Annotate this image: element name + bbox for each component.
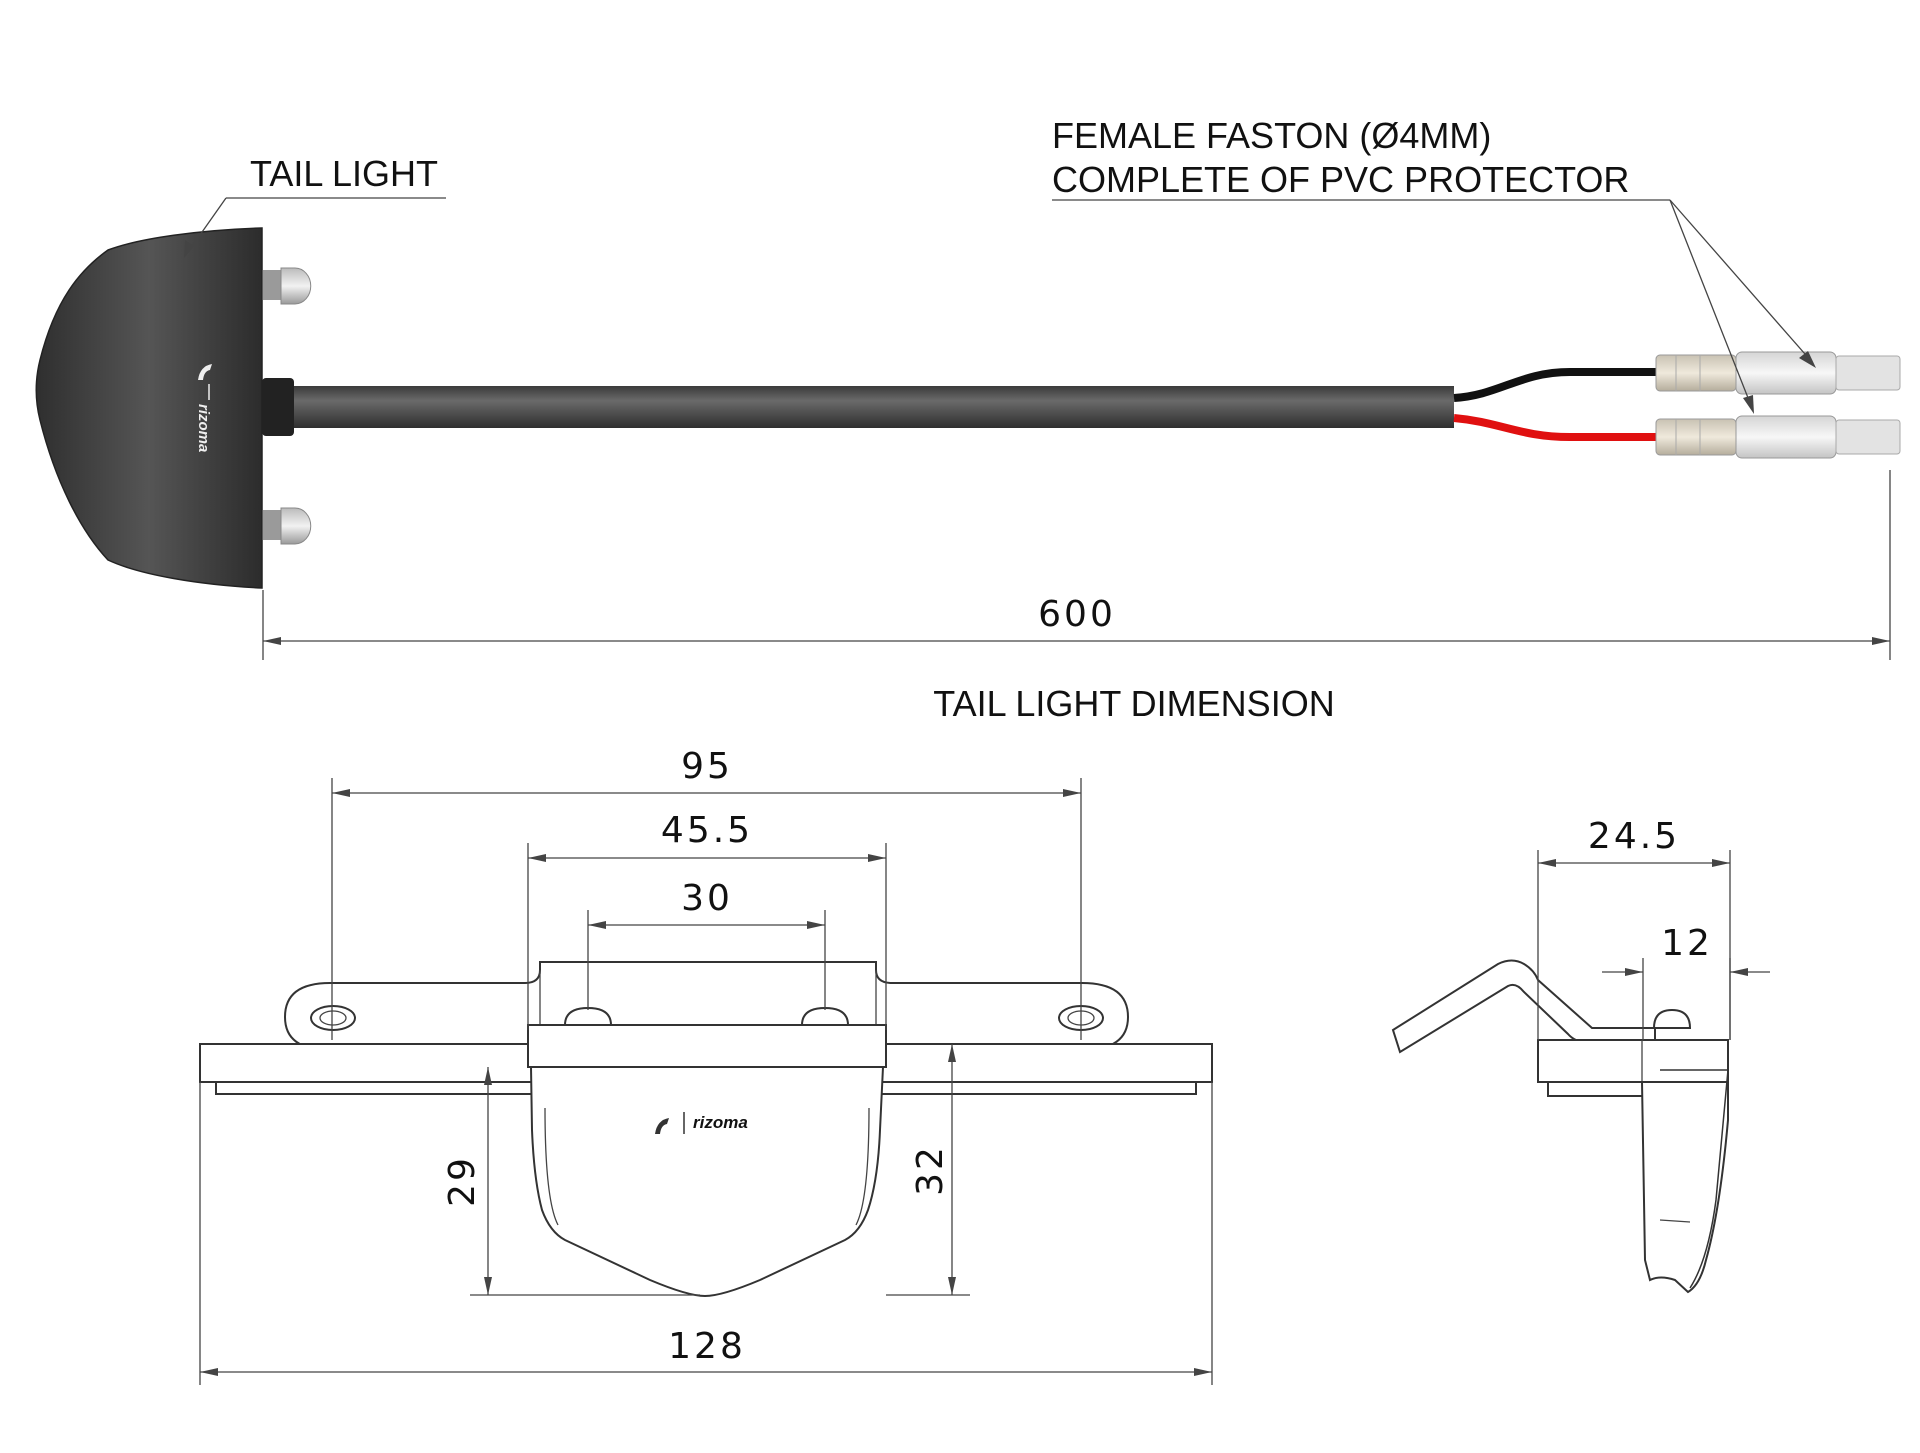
cable-length-dimension: 600 [262, 470, 1891, 660]
front-logo-icon [655, 1112, 685, 1134]
upper-bolt [263, 267, 312, 305]
red-wire [1453, 414, 1660, 441]
left-screw [563, 1006, 613, 1026]
rizoma-logo-icon [198, 364, 212, 400]
tail-light-label: TAIL LIGHT [250, 153, 438, 194]
right-screw [800, 1006, 850, 1026]
tail-light-body [35, 227, 263, 589]
front-view: rizoma [199, 961, 1213, 1298]
dimension-30-value: 30 [681, 878, 733, 919]
dimension-12: 12 [1602, 923, 1770, 1040]
dimension-29: 29 [442, 1067, 700, 1296]
dimension-12-value: 12 [1661, 923, 1713, 964]
dimension-128: 128 [199, 1082, 1213, 1385]
dimension-32: 32 [886, 1044, 970, 1296]
faston-label-line2: COMPLETE OF PVC PROTECTOR [1052, 159, 1629, 200]
body-logo-text: rizoma [195, 404, 212, 452]
dimension-128-value: 128 [668, 1326, 746, 1367]
dimension-45-5-value: 45.5 [661, 810, 753, 851]
dimension-45-5: 45.5 [527, 810, 887, 1030]
side-screw [1652, 1008, 1692, 1029]
front-logo-text: rizoma [693, 1113, 748, 1132]
black-wire [1453, 368, 1660, 402]
dimension-30: 30 [587, 878, 826, 1010]
side-bracket [1391, 959, 1656, 1054]
dimension-24-5-value: 24.5 [1588, 816, 1680, 857]
light-housing-body [529, 1066, 885, 1298]
tail-light-assembly: rizoma [35, 227, 1901, 589]
mounting-bracket [283, 961, 1130, 1051]
side-light-body [1640, 1081, 1729, 1294]
lower-bolt [263, 507, 312, 545]
faston-callout: FEMALE FASTON (Ø4MM) COMPLETE OF PVC PRO… [1052, 115, 1816, 414]
faston-black [1655, 351, 1901, 395]
side-view [1391, 959, 1729, 1294]
cable-length-value: 600 [1038, 594, 1116, 635]
dimension-32-value: 32 [910, 1144, 951, 1196]
side-plate [1537, 1039, 1729, 1083]
dimension-29-value: 29 [442, 1155, 483, 1207]
cable-grommet [262, 378, 294, 436]
faston-red [1655, 415, 1901, 459]
left-mount-hole [310, 1005, 356, 1031]
tail-light-callout: TAIL LIGHT [184, 153, 446, 258]
light-housing-top [527, 1024, 887, 1068]
main-cable [294, 386, 1454, 428]
section-title: TAIL LIGHT DIMENSION [933, 683, 1334, 724]
dimension-95-value: 95 [681, 746, 733, 787]
faston-label-line1: FEMALE FASTON (Ø4MM) [1052, 115, 1491, 156]
dimension-95: 95 [331, 746, 1082, 1040]
